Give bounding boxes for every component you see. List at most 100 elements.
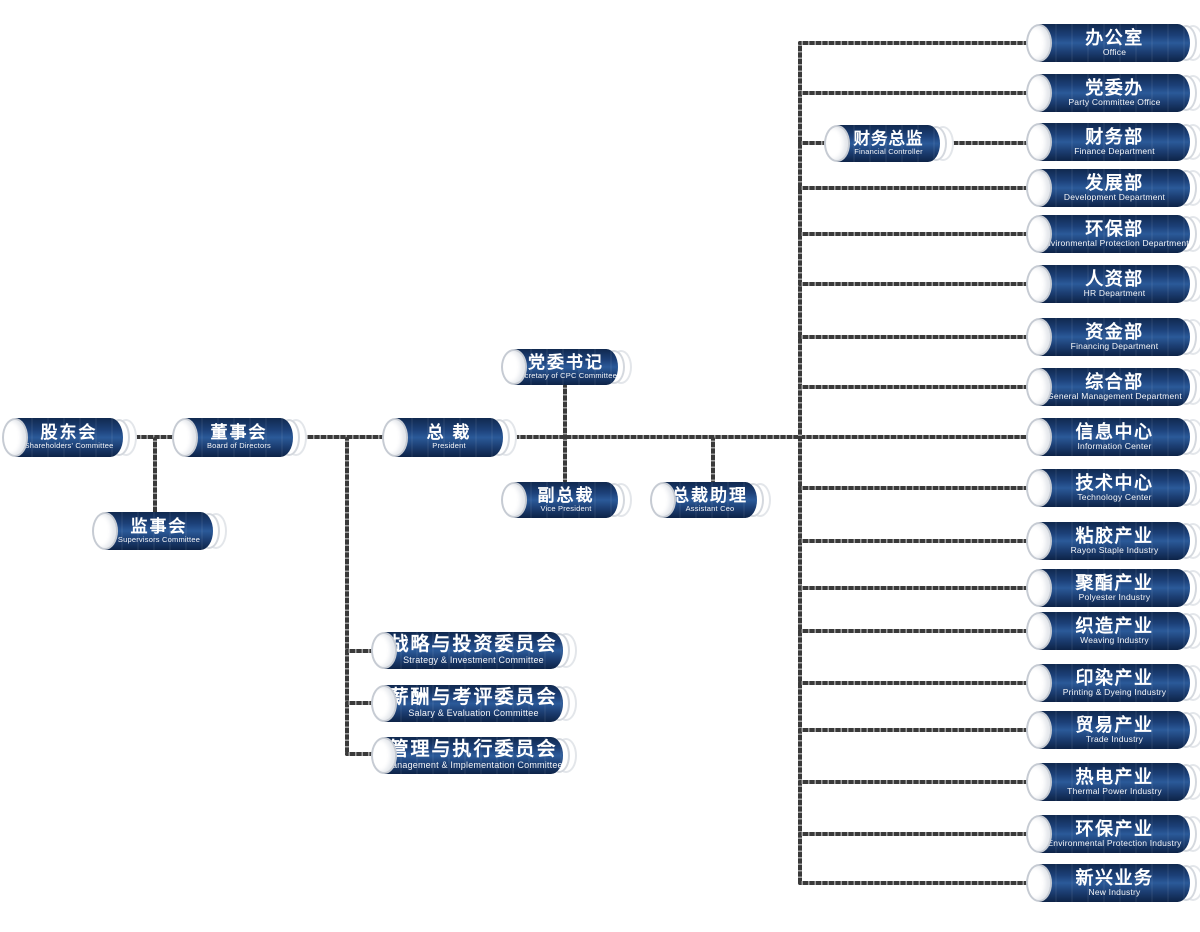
connector-chain-v-9 [711, 437, 715, 483]
connector-chain-h-4 [345, 649, 373, 653]
node-tech-center: 技术中心 Technology Center [1026, 469, 1200, 507]
connector-chain-h-5 [345, 701, 373, 705]
node-label-zh: 综合部 [1085, 371, 1144, 392]
connector-chain-h-15 [798, 186, 1028, 190]
node-body: 环保部 Environmental Protection Department [1039, 215, 1190, 253]
node-body: 热电产业 Thermal Power Industry [1039, 763, 1190, 801]
cylinder-cap-icon [824, 125, 850, 162]
node-body: 新兴业务 New Industry [1039, 864, 1190, 902]
node-trade-industry: 贸易产业 Trade Industry [1026, 711, 1200, 749]
cylinder-cap-icon [501, 482, 527, 518]
node-label-en: Strategy & Investment Committee [403, 655, 544, 666]
connector-chain-v-3 [345, 437, 349, 756]
node-body: 织造产业 Weaving Industry [1039, 612, 1190, 650]
node-label-zh: 信息中心 [1075, 421, 1154, 442]
connector-chain-h-17 [798, 282, 1028, 286]
connector-chain-h-22 [798, 586, 1028, 590]
node-label-zh: 织造产业 [1075, 615, 1154, 636]
cylinder-cap-icon [1026, 418, 1052, 456]
node-label-zh: 人资部 [1085, 268, 1144, 289]
cylinder-cap-icon [1026, 864, 1052, 902]
node-label-zh: 技术中心 [1075, 472, 1154, 493]
connector-chain-h-0 [130, 435, 174, 439]
node-label-en: Environmental Protection Department [1040, 237, 1189, 248]
node-assistant-ceo: 总裁助理 Assistant Ceo [650, 482, 771, 518]
connector-chain-h-13 [798, 141, 826, 145]
node-label-zh: 印染产业 [1075, 667, 1154, 688]
cylinder-cap-icon [1026, 815, 1052, 853]
node-body: 财务部 Finance Department [1039, 123, 1190, 161]
cylinder-cap-icon [1026, 469, 1052, 507]
connector-chain-h-7 [509, 435, 1028, 439]
connector-chain-v-8 [563, 384, 567, 483]
connector-chain-h-24 [798, 681, 1028, 685]
cylinder-cap-icon [1026, 215, 1052, 253]
node-info-center: 信息中心 Information Center [1026, 418, 1200, 456]
cylinder-cap-icon [1026, 24, 1052, 62]
node-label-en: Party Committee Office [1068, 96, 1161, 107]
cylinder-cap-icon [1026, 522, 1052, 560]
connector-chain-h-12 [798, 91, 1028, 95]
node-label-en: Trade Industry [1085, 733, 1144, 744]
node-body: 综合部 General Management Department [1039, 368, 1190, 406]
node-label-en: HR Department [1083, 287, 1146, 298]
connector-chain-v-1 [153, 437, 157, 514]
node-label-en: Management & Implementation Committee [384, 760, 563, 771]
cylinder-cap-icon [1026, 368, 1052, 406]
node-body: 印染产业 Printing & Dyeing Industry [1039, 664, 1190, 702]
node-board: 董事会 Board of Directors [172, 418, 307, 457]
node-label-en: President [432, 441, 466, 451]
connector-chain-h-20 [798, 486, 1028, 490]
node-label-en: New Industry [1088, 886, 1141, 897]
node-body: 聚酯产业 Polyester Industry [1039, 569, 1190, 607]
node-management-committee: 管理与执行委员会 Management & Implementation Com… [371, 737, 577, 774]
node-body: 信息中心 Information Center [1039, 418, 1190, 456]
node-hr-dept: 人资部 HR Department [1026, 265, 1200, 303]
node-body: 发展部 Development Department [1039, 169, 1190, 207]
connector-chain-h-6 [345, 752, 373, 756]
node-body: 监事会 Supervisors Committee [105, 512, 213, 550]
node-body: 总裁助理 Assistant Ceo [663, 482, 757, 518]
node-body: 贸易产业 Trade Industry [1039, 711, 1190, 749]
node-label-zh: 财务总监 [853, 129, 924, 148]
node-body: 管理与执行委员会 Management & Implementation Com… [384, 737, 563, 774]
connector-chain-h-27 [798, 832, 1028, 836]
node-office: 办公室 Office [1026, 24, 1200, 62]
node-label-en: Salary & Evaluation Committee [408, 708, 539, 719]
node-label-zh: 战略与投资委员会 [389, 634, 558, 656]
node-body: 人资部 HR Department [1039, 265, 1190, 303]
cylinder-cap-icon [1026, 74, 1052, 112]
node-body: 股东会 Shareholders' Committee [15, 418, 123, 457]
node-label-zh: 管理与执行委员会 [389, 739, 558, 761]
node-label-en: Thermal Power Industry [1067, 785, 1162, 796]
node-thermal-power-industry: 热电产业 Thermal Power Industry [1026, 763, 1200, 801]
node-label-zh: 贸易产业 [1075, 714, 1154, 735]
connector-chain-h-28 [798, 881, 1028, 885]
node-label-en: Shareholders' Committee [24, 441, 114, 451]
connector-chain-v-10 [798, 41, 802, 885]
node-general-mgmt-dept: 综合部 General Management Department [1026, 368, 1200, 406]
node-label-en: Printing & Dyeing Industry [1062, 686, 1167, 697]
node-label-zh: 党委书记 [528, 352, 604, 372]
cylinder-cap-icon [1026, 123, 1052, 161]
node-body: 粘胶产业 Rayon Staple Industry [1039, 522, 1190, 560]
node-label-en: Secretary of CPC Committee [515, 370, 617, 380]
cylinder-cap-icon [650, 482, 676, 518]
node-label-zh: 发展部 [1085, 172, 1144, 193]
node-label-en: Board of Directors [206, 441, 272, 451]
node-body: 党委办 Party Committee Office [1039, 74, 1190, 112]
node-label-zh: 副总裁 [537, 485, 595, 505]
node-body: 董事会 Board of Directors [185, 418, 293, 457]
node-strategy-committee: 战略与投资委员会 Strategy & Investment Committee [371, 632, 577, 669]
node-label-zh: 股东会 [40, 423, 98, 443]
node-label-zh: 新兴业务 [1075, 867, 1154, 888]
node-label-zh: 党委办 [1085, 77, 1144, 98]
node-body: 财务总监 Financial Controller [837, 125, 940, 162]
cylinder-cap-icon [1026, 612, 1052, 650]
node-cpc-secretary: 党委书记 Secretary of CPC Committee [501, 349, 632, 385]
node-label-zh: 办公室 [1085, 27, 1144, 48]
cylinder-cap-icon [1026, 169, 1052, 207]
cylinder-cap-icon [2, 418, 28, 457]
connector-chain-h-19 [798, 385, 1028, 389]
